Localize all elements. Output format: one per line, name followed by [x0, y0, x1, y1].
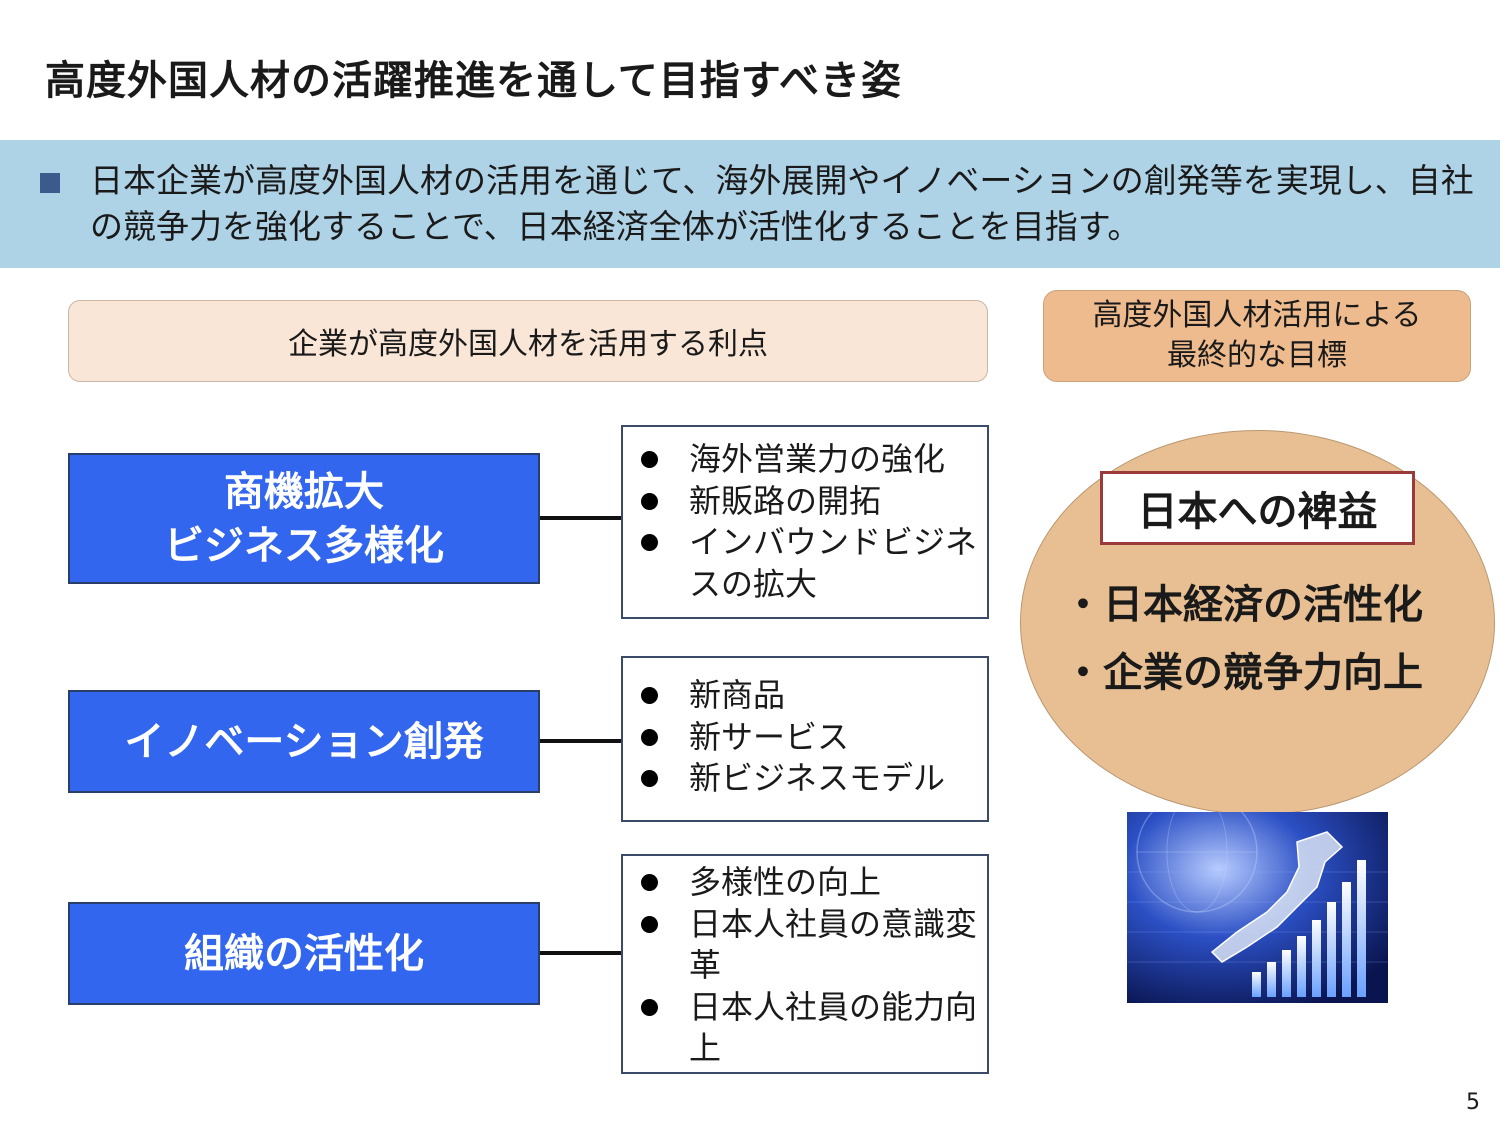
goal-item: ・日本経済の活性化 — [1063, 582, 1423, 628]
list-item: 新ビジネスモデル — [623, 758, 987, 800]
japan-map-growth-chart-icon — [1127, 812, 1388, 1003]
list-item: 新販路の開拓 — [623, 481, 987, 523]
final-goal-header-label: 高度外国人材活用による 最終的な目標 — [1092, 298, 1422, 373]
page-number: 5 — [1466, 1090, 1480, 1115]
page-title: 高度外国人材の活躍推進を通して目指すべき姿 — [45, 58, 902, 104]
benefit-list-business: 海外営業力の強化 新販路の開拓 インバウンドビジネスの拡大 — [621, 425, 989, 619]
goal-heading: 日本への裨益 — [1137, 489, 1378, 535]
list-item: 新サービス — [623, 717, 987, 759]
list-item: 新商品 — [623, 675, 987, 717]
list-item: 海外営業力の強化 — [623, 439, 987, 481]
list-item: 多様性の向上 — [623, 862, 987, 904]
benefit-list-innovation: 新商品 新サービス 新ビジネスモデル — [621, 656, 989, 822]
connector-line — [540, 951, 622, 955]
connector-line — [540, 516, 622, 520]
benefit-category-organization: 組織の活性化 — [68, 902, 540, 1005]
list-item: 日本人社員の能力向上 — [623, 987, 987, 1070]
list-item: 日本人社員の意識変革 — [623, 904, 987, 987]
benefit-category-label: 組織の活性化 — [184, 930, 424, 977]
summary-banner — [0, 140, 1500, 268]
benefit-list-organization: 多様性の向上 日本人社員の意識変革 日本人社員の能力向上 — [621, 854, 989, 1074]
benefits-header: 企業が高度外国人材を活用する利点 — [68, 300, 988, 382]
final-goal-header: 高度外国人材活用による 最終的な目標 — [1043, 290, 1471, 382]
benefit-category-business: 商機拡大 ビジネス多様化 — [68, 453, 540, 584]
benefit-category-label: イノベーション創発 — [124, 718, 484, 765]
list-item: インバウンドビジネスの拡大 — [623, 522, 987, 605]
benefits-header-label: 企業が高度外国人材を活用する利点 — [288, 327, 768, 362]
summary-text: 日本企業が高度外国人材の活用を通じて、海外展開やイノベーションの創発等を実現し、… — [90, 161, 1474, 246]
square-bullet-icon — [40, 173, 60, 193]
benefit-category-innovation: イノベーション創発 — [68, 690, 540, 793]
goal-heading-box: 日本への裨益 — [1100, 471, 1415, 545]
benefit-category-label: 商機拡大 ビジネス多様化 — [164, 468, 444, 569]
goal-item: ・企業の競争力向上 — [1063, 650, 1423, 696]
connector-line — [540, 739, 622, 743]
